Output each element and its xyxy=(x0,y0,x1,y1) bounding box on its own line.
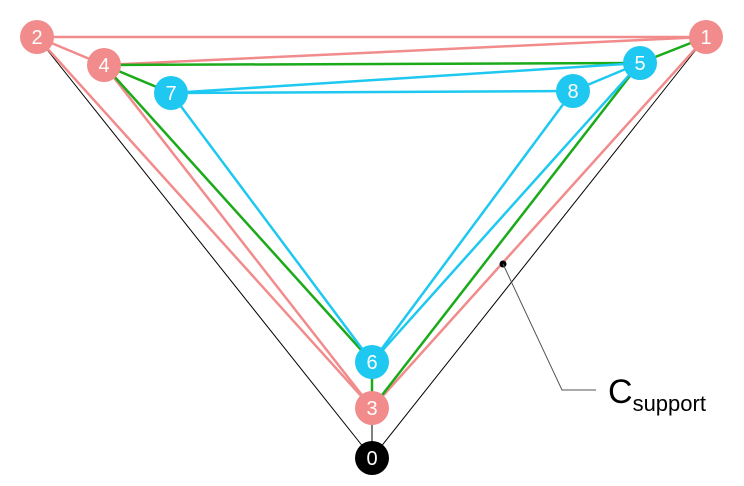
node-1: 1 xyxy=(689,20,723,54)
support-leader-line xyxy=(502,263,596,391)
edge-7-5 xyxy=(170,61,641,95)
node-0: 0 xyxy=(355,441,389,475)
edge-0-2 xyxy=(36,36,373,459)
edge-8-6 xyxy=(370,90,575,363)
node-0-label: 0 xyxy=(366,448,377,470)
node-3-label: 3 xyxy=(366,398,377,420)
node-5: 5 xyxy=(623,46,657,80)
edge-7-6 xyxy=(169,92,374,363)
node-8-circle xyxy=(556,74,590,108)
node-0-circle xyxy=(355,441,389,475)
node-7-label: 7 xyxy=(165,83,176,105)
edge-2-3 xyxy=(36,36,373,409)
support-label: Csupport xyxy=(608,373,706,416)
node-8-label: 8 xyxy=(567,81,578,103)
edge-4-3 xyxy=(103,64,373,409)
node-4-label: 4 xyxy=(98,55,109,77)
node-4: 4 xyxy=(87,48,121,82)
edge-5-3 xyxy=(371,62,641,409)
node-1-circle xyxy=(689,20,723,54)
support-label-main: C xyxy=(608,373,633,411)
node-1-label: 1 xyxy=(700,27,711,49)
node-7: 7 xyxy=(154,76,188,110)
node-2-circle xyxy=(20,20,54,54)
edge-7-8 xyxy=(170,89,574,95)
node-3: 3 xyxy=(355,391,389,425)
edge-5-6 xyxy=(371,62,641,363)
node-4-circle xyxy=(87,48,121,82)
node-7-circle xyxy=(154,76,188,110)
edge-4-6 xyxy=(103,64,373,363)
node-2: 2 xyxy=(20,20,54,54)
node-5-circle xyxy=(623,46,657,80)
edge-4-1 xyxy=(103,35,707,67)
node-6: 6 xyxy=(355,345,389,379)
node-5-label: 5 xyxy=(634,53,645,75)
edge-0-1 xyxy=(371,36,707,459)
node-6-circle xyxy=(355,345,389,379)
node-8: 8 xyxy=(556,74,590,108)
support-annotation: Csupport xyxy=(499,260,706,416)
node-3-circle xyxy=(355,391,389,425)
node-layer: 0 1 2 3 4 5 6 7 8 xyxy=(20,20,723,475)
edge-4-5 xyxy=(103,61,641,67)
edge-3-1 xyxy=(371,36,707,409)
support-label-subscript: support xyxy=(633,391,706,416)
node-6-label: 6 xyxy=(366,352,377,374)
node-2-label: 2 xyxy=(31,27,42,49)
